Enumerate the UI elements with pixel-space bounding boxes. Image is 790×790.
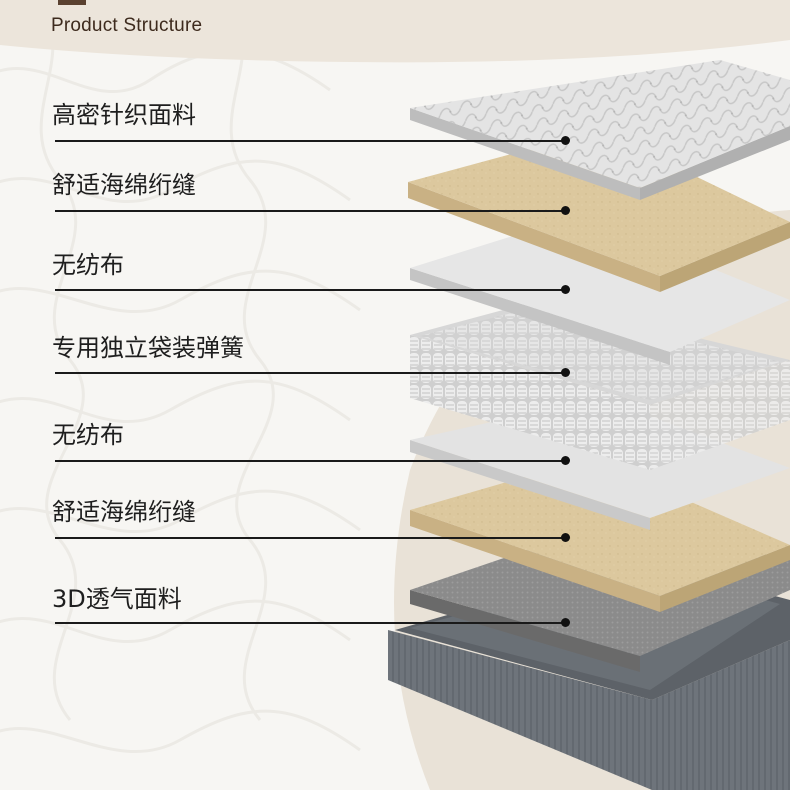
layer-label-nonwoven-top: 无纺布 xyxy=(52,251,124,279)
leader-line-3d-mesh xyxy=(55,622,565,624)
layer-label-foam-top: 舒适海绵绗缝 xyxy=(52,171,196,199)
leader-line-nonwoven-bottom xyxy=(55,460,565,462)
leader-line-foam-top xyxy=(55,210,565,212)
layer-label-knitted-fabric: 高密针织面料 xyxy=(52,101,196,129)
layer-foam-bottom xyxy=(410,458,790,612)
leader-line-knitted-fabric xyxy=(55,140,565,142)
layer-foam-top xyxy=(408,130,790,292)
leader-dot-3d-mesh xyxy=(561,618,570,627)
leader-dot-knitted-fabric xyxy=(561,136,570,145)
leader-dot-foam-bottom xyxy=(561,533,570,542)
leader-dot-foam-top xyxy=(561,206,570,215)
section-header: Product Structure xyxy=(0,0,790,60)
layer-label-foam-bottom: 舒适海绵绗缝 xyxy=(52,498,196,526)
layer-label-nonwoven-bottom: 无纺布 xyxy=(52,421,124,449)
leader-dot-nonwoven-top xyxy=(561,285,570,294)
header-accent-bar xyxy=(58,0,86,5)
layer-pocket-springs xyxy=(410,300,790,470)
leader-dot-nonwoven-bottom xyxy=(561,456,570,465)
section-title: Product Structure xyxy=(51,15,203,36)
leader-dot-pocket-springs xyxy=(561,368,570,377)
layer-knitted-fabric xyxy=(410,60,790,200)
leader-line-nonwoven-top xyxy=(55,289,565,291)
layer-label-3d-mesh: 3D透气面料 xyxy=(52,585,182,613)
layer-nonwoven-top xyxy=(410,215,790,365)
leader-line-foam-bottom xyxy=(55,537,565,539)
layer-label-pocket-springs: 专用独立袋装弹簧 xyxy=(52,334,244,362)
leader-line-pocket-springs xyxy=(55,372,565,374)
layer-nonwoven-bottom xyxy=(410,398,790,530)
